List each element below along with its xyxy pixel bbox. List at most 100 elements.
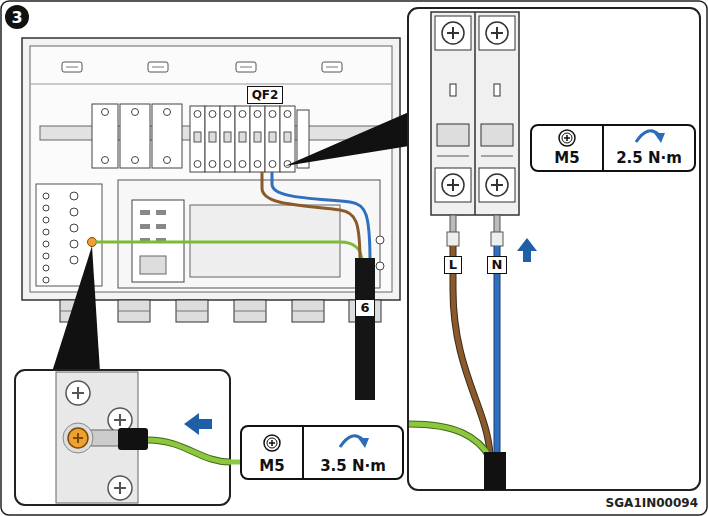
- zoom-wedge: [52, 112, 409, 372]
- cabinet: [22, 38, 400, 300]
- screw-icon: [264, 435, 280, 451]
- cabinet: [240, 67, 252, 68]
- panel-wires: [495, 246, 500, 455]
- torque-arrow-icon: [358, 438, 369, 448]
- zoom-wedge: [285, 112, 409, 166]
- breaker-detail: [494, 84, 500, 96]
- breaker-row: [254, 111, 261, 118]
- control-board: [118, 180, 380, 288]
- wire-label: L: [444, 256, 462, 274]
- screw-size: M5: [259, 457, 284, 475]
- breaker-row: [254, 132, 261, 142]
- protection-modules: [102, 109, 109, 116]
- insert-arrow: [523, 250, 531, 262]
- ferrules: [491, 232, 503, 246]
- zoom-bubble: [73, 433, 83, 443]
- cable-glands: [234, 300, 266, 322]
- zoom-bubble: [148, 440, 230, 462]
- screw-size: M5: [554, 149, 579, 167]
- terminal-panel: [43, 205, 49, 211]
- torque-arrow-icon: [636, 131, 659, 142]
- torque-spec-box: M5 2.5 N·m: [530, 124, 696, 172]
- protection-modules: [132, 157, 139, 164]
- terminal-panel: [70, 256, 78, 264]
- breaker-detail: [437, 156, 469, 157]
- ac-cable: [355, 258, 375, 400]
- breaker-row: [269, 161, 276, 168]
- terminal-panel: [70, 240, 78, 248]
- protection-modules: [92, 104, 182, 168]
- breaker-row: [254, 161, 261, 168]
- control-board: [140, 210, 150, 215]
- cable-glands: [234, 311, 266, 312]
- panel-wires: [409, 424, 490, 458]
- breaker-row: [250, 106, 265, 172]
- ferrules: [494, 215, 500, 233]
- protection-modules: [102, 157, 109, 164]
- terminal-panel: [70, 224, 78, 232]
- zoom-panel: [408, 8, 700, 490]
- step-number-text: 3: [11, 8, 22, 27]
- cable-glands: [176, 311, 208, 312]
- panel-wires: [453, 246, 490, 455]
- breaker-row: [239, 111, 246, 118]
- breaker-row: [224, 111, 231, 118]
- step-number: 3: [5, 5, 29, 29]
- zoom-bubble: [148, 440, 230, 462]
- cabinet: [30, 84, 392, 85]
- insert-arrow: [517, 238, 537, 251]
- label-text: QF2: [252, 88, 279, 102]
- panel-wires: [494, 246, 501, 455]
- protection-modules: [120, 104, 150, 168]
- breaker-row: [269, 111, 276, 118]
- control-board: [156, 224, 166, 229]
- terminal-panel: [43, 217, 49, 223]
- protection-modules: [132, 109, 139, 116]
- spec-cell: M5: [532, 126, 602, 170]
- screw-icon: [562, 133, 572, 143]
- control-board: [156, 210, 166, 215]
- breaker-row: [209, 111, 216, 118]
- cabinet-wires: [262, 172, 360, 262]
- breaker-detail: [431, 12, 519, 215]
- breaker-detail: [474, 12, 476, 215]
- protection-modules: [164, 157, 171, 164]
- control-board: [118, 180, 380, 288]
- torque-value: 2.5 N·m: [616, 149, 682, 167]
- breaker-row: [239, 161, 246, 168]
- cabinet: [236, 62, 256, 72]
- terminal-panel: [43, 265, 49, 271]
- label-text: 6: [360, 300, 369, 315]
- ac-cable: [355, 258, 375, 400]
- zoom-bubble: [184, 413, 199, 435]
- screw-icon: [267, 438, 277, 448]
- terminal-panel: [376, 262, 384, 270]
- zoom-bubble: [108, 476, 132, 500]
- breaker-detail: [450, 84, 456, 96]
- terminal-panel: [43, 229, 49, 235]
- zoom-bubble: [118, 428, 148, 450]
- cabinet-wires: [96, 242, 362, 262]
- ground-wire-link: [230, 460, 240, 465]
- zoom-bubble: [15, 370, 230, 505]
- breaker-row: [220, 106, 235, 172]
- cabinet: [322, 62, 342, 72]
- terminal-panel: [43, 253, 49, 259]
- cabinet: [66, 67, 78, 68]
- insert-arrow: [517, 238, 537, 262]
- cable-glands: [292, 300, 324, 322]
- terminal-panel: [376, 236, 384, 244]
- terminal-panel: [88, 238, 97, 247]
- zoom-bubble: [90, 430, 120, 446]
- breaker-row: [284, 132, 291, 142]
- cable-glands: [176, 300, 208, 322]
- panel-wires: [453, 246, 490, 455]
- cable-glands: [60, 300, 381, 322]
- breaker-row: [190, 106, 205, 172]
- panel-wires: [409, 424, 490, 458]
- spec-cell: 3.5 N·m: [302, 427, 402, 478]
